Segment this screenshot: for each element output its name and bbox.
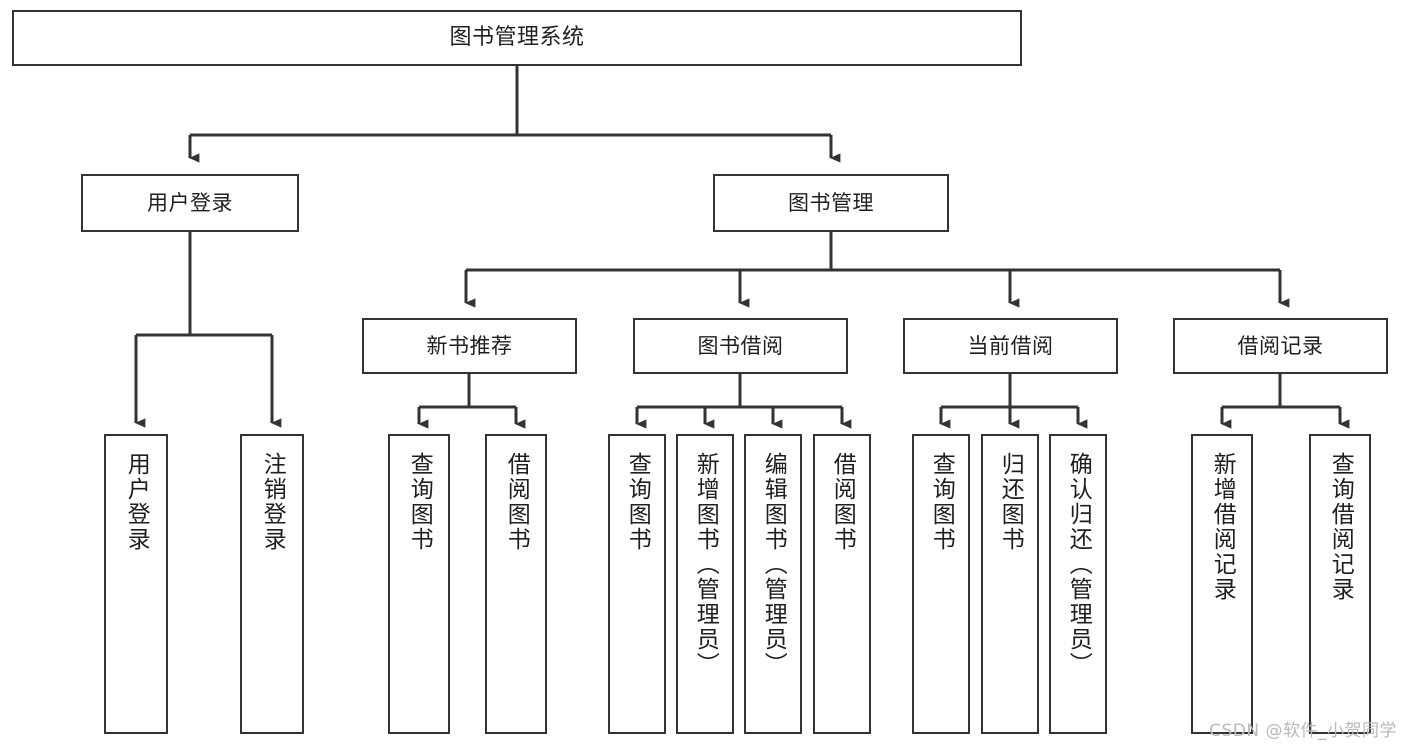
node-leaf-query-book-2[interactable]: 查询图书	[608, 434, 666, 734]
node-leaf-query-book-1[interactable]: 查询图书	[388, 434, 450, 734]
node-new-book-recommend-label: 新书推荐	[426, 333, 513, 358]
node-current-borrow-label: 当前借阅	[967, 333, 1054, 358]
watermark: CSDN @软件_小贺同学	[1209, 721, 1397, 741]
node-leaf-user-logout[interactable]: 注销登录	[240, 434, 304, 734]
node-book-management[interactable]: 图书管理	[713, 174, 949, 232]
node-leaf-user-login-label: 用户登录	[123, 452, 150, 552]
node-leaf-query-book-2-label: 查询图书	[624, 452, 651, 552]
node-leaf-edit-book-label: 编辑图书（管理员）	[760, 452, 787, 677]
node-leaf-add-book-label: 新增图书（管理员）	[692, 452, 719, 677]
node-borrow-record-label: 借阅记录	[1237, 333, 1324, 358]
node-leaf-confirm-return-label: 确认归还（管理员）	[1065, 452, 1092, 677]
node-leaf-borrow-book-2[interactable]: 借阅图书	[813, 434, 871, 734]
node-leaf-query-record[interactable]: 查询借阅记录	[1309, 434, 1371, 734]
node-new-book-recommend[interactable]: 新书推荐	[362, 318, 577, 374]
node-user-login[interactable]: 用户登录	[81, 174, 299, 232]
node-leaf-borrow-book-2-label: 借阅图书	[829, 452, 856, 552]
node-root[interactable]: 图书管理系统	[12, 10, 1022, 66]
node-root-label: 图书管理系统	[449, 24, 585, 50]
node-leaf-query-book-3[interactable]: 查询图书	[912, 434, 970, 734]
node-leaf-edit-book[interactable]: 编辑图书（管理员）	[744, 434, 802, 734]
node-leaf-query-record-label: 查询借阅记录	[1327, 452, 1354, 602]
node-leaf-user-login[interactable]: 用户登录	[104, 434, 168, 734]
node-book-borrow[interactable]: 图书借阅	[633, 318, 848, 374]
node-user-login-label: 用户登录	[147, 190, 233, 215]
node-borrow-record[interactable]: 借阅记录	[1173, 318, 1388, 374]
node-leaf-query-book-1-label: 查询图书	[406, 452, 433, 552]
node-leaf-add-record-label: 新增借阅记录	[1209, 452, 1236, 602]
node-book-borrow-label: 图书借阅	[697, 333, 784, 358]
node-leaf-return-book-label: 归还图书	[997, 452, 1024, 552]
node-leaf-return-book[interactable]: 归还图书	[981, 434, 1039, 734]
node-book-management-label: 图书管理	[788, 190, 874, 215]
node-leaf-query-book-3-label: 查询图书	[928, 452, 955, 552]
node-leaf-borrow-book-1-label: 借阅图书	[503, 452, 530, 552]
node-leaf-add-book[interactable]: 新增图书（管理员）	[676, 434, 734, 734]
node-leaf-borrow-book-1[interactable]: 借阅图书	[485, 434, 547, 734]
node-leaf-add-record[interactable]: 新增借阅记录	[1191, 434, 1253, 734]
node-leaf-confirm-return[interactable]: 确认归还（管理员）	[1049, 434, 1107, 734]
node-leaf-user-logout-label: 注销登录	[259, 452, 286, 552]
node-current-borrow[interactable]: 当前借阅	[903, 318, 1118, 374]
